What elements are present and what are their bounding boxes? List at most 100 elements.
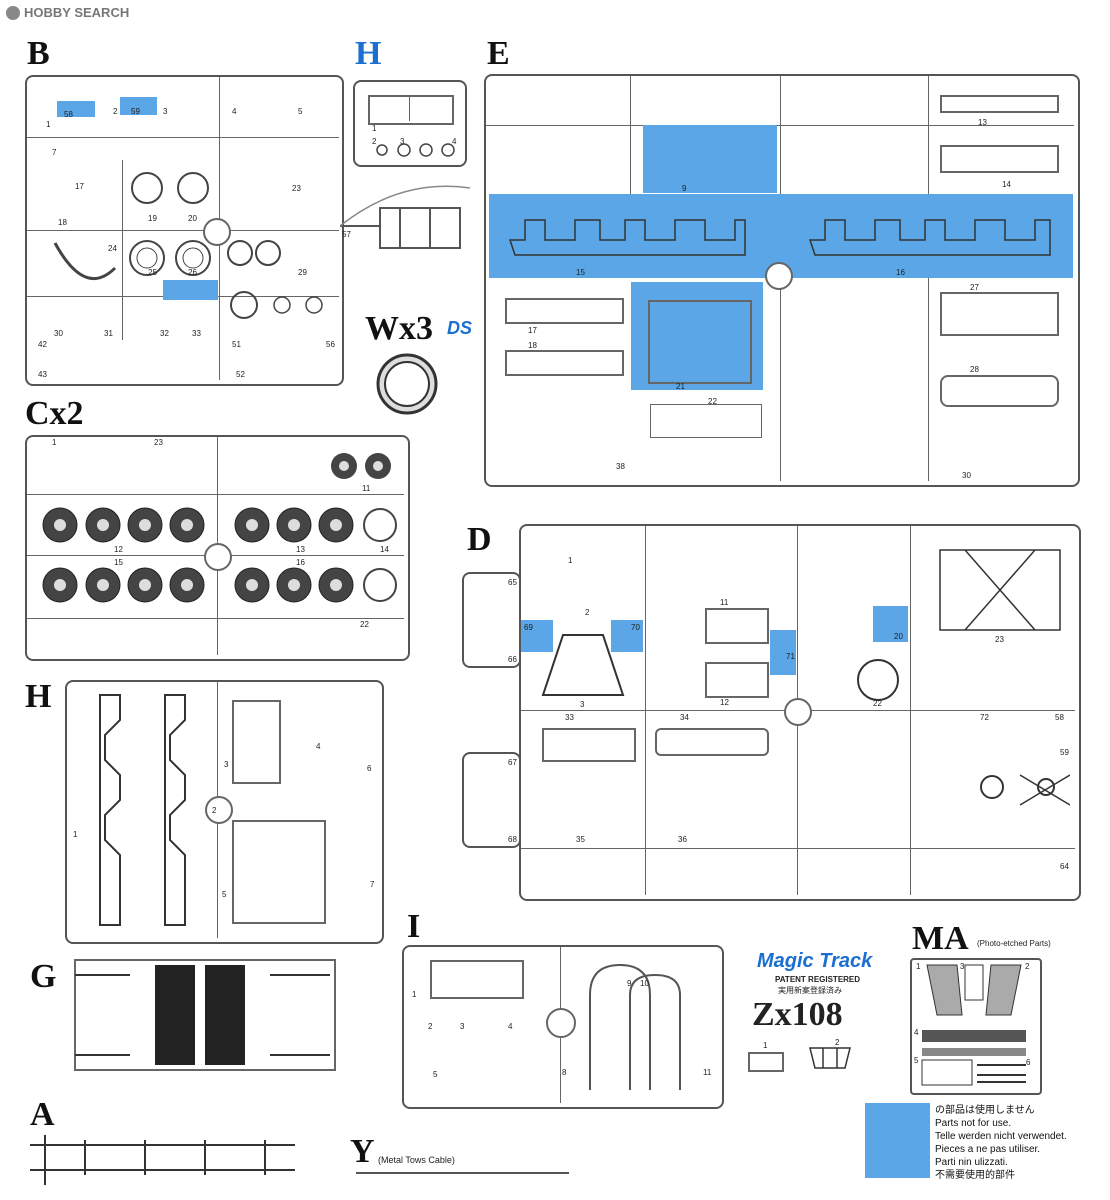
sprue-c-part-number: 12 [114, 545, 123, 554]
sprue-i-part-number: 5 [433, 1070, 438, 1079]
sprue-e-unused-part-9 [643, 125, 777, 193]
sprue-d-part-34 [655, 728, 769, 756]
sprue-h-large-side-plates [99, 694, 186, 926]
sprue-c-part-number: 22 [360, 620, 369, 629]
sprue-b-part-number: 26 [188, 268, 197, 277]
sprue-e-part-number: 28 [970, 365, 979, 374]
magic-track-part-number: 2 [835, 1038, 840, 1047]
sprue-d-part-number: 35 [576, 835, 585, 844]
sprue-b-part-number: 24 [108, 244, 117, 253]
sprue-ma-part-number: 2 [1025, 962, 1030, 971]
sprue-e-divider-v2 [630, 76, 631, 194]
sprue-e-part-number: 30 [962, 471, 971, 480]
sprue-i-part-number: 1 [412, 990, 417, 999]
sprue-ma-part-number: 4 [914, 1028, 919, 1037]
sprue-d-part-number: 11 [720, 598, 729, 607]
sprue-i-part-number: 4 [508, 1022, 513, 1031]
sprue-d-part-33 [542, 728, 636, 762]
sprue-ma-parts [921, 964, 1026, 1086]
sprue-h-small-part-number: 3 [400, 137, 405, 146]
magic-track-patent: PATENT REGISTERED [775, 975, 861, 984]
sprue-e-part-number: 21 [676, 382, 685, 391]
sprue-b-part-number: 2 [113, 107, 118, 116]
sprue-d-steering-wheel [980, 774, 1070, 806]
sprue-ma-part-number: 6 [1026, 1058, 1031, 1067]
magic-track-japanese: 実用新案登録済み [778, 986, 842, 995]
sprue-d-side-tab-bottom [462, 752, 521, 848]
sprue-e-divider-v3 [928, 76, 929, 481]
sprue-w-tyre [376, 353, 438, 415]
sprue-e-part-number: 15 [576, 268, 585, 277]
sprue-d-part-number: 34 [680, 713, 689, 722]
sprue-c-divider-h1 [27, 494, 404, 495]
sprue-i-part-number: 3 [460, 1022, 465, 1031]
sprue-ma-part-number: 5 [914, 1056, 919, 1065]
sprue-c-part-number: 14 [380, 545, 389, 554]
hobbysearch-logo-icon [6, 5, 20, 20]
sprue-b-part-number: 32 [160, 329, 169, 338]
sprue-b-part-number: 4 [232, 107, 237, 116]
sprue-b-tow-frame [340, 185, 470, 249]
sprue-h-large-part-number: 5 [222, 890, 227, 899]
sprue-w-badge: DS [447, 318, 473, 338]
sprue-c-gate [204, 543, 232, 571]
sprue-e-part-number: 17 [528, 326, 537, 335]
sprue-d-part-number: 12 [720, 698, 729, 707]
sprue-b-part-number: 52 [236, 370, 245, 379]
sprue-b-wheels [129, 172, 211, 276]
sprue-h-small-label: H [355, 35, 382, 72]
sprue-b-gate [203, 218, 231, 246]
sprue-i-part-number: 8 [562, 1068, 567, 1077]
magic-track-part-1 [748, 1052, 784, 1072]
magic-track-logo: Magic Track [757, 950, 873, 972]
sprue-b-part-number: 33 [192, 329, 201, 338]
sprue-h-small-part-number: 4 [452, 137, 457, 146]
sprue-b-part-number: 25 [148, 268, 157, 277]
sprue-b-part-number: 19 [148, 214, 157, 223]
sprue-c-road-wheels [42, 507, 397, 603]
sprue-d-wheel-22 [857, 659, 899, 701]
watermark-text: HOBBY SEARCH [24, 5, 130, 20]
sprue-h-large-gate [205, 796, 233, 824]
sprue-h-large-part-3 [232, 700, 281, 784]
sprue-e-part-13 [940, 95, 1059, 113]
sprue-e-part-number: 18 [528, 341, 537, 350]
sprue-h-large-part-5 [232, 820, 326, 924]
sprue-b-part-number: 31 [104, 329, 113, 338]
sprue-e-part-17 [505, 298, 624, 324]
sprue-h-small-part-number: 1 [372, 124, 377, 133]
sprue-b-part-number: 23 [292, 184, 301, 193]
sprue-i-part-number: 2 [428, 1022, 433, 1031]
sprue-e-part-number: 14 [1002, 180, 1011, 189]
sprue-d-label: D [467, 521, 492, 558]
sprue-b-mudguard [53, 242, 117, 280]
sprue-h-small-rings [376, 143, 455, 157]
sprue-h-large-part-number: 2 [212, 806, 217, 815]
sprue-i-part-number: 9 [627, 979, 632, 988]
magic-track-part-number: 1 [763, 1041, 768, 1050]
sprue-ma-part-number: 1 [916, 962, 921, 971]
sprue-h-small-part-1-split [409, 95, 410, 121]
sprue-d-part-number: 23 [995, 635, 1004, 644]
sprue-i-gate [546, 1008, 576, 1038]
sprue-c-idler-wheels [331, 453, 391, 479]
legend-line-en: Parts not for use. [935, 1118, 1012, 1129]
sprue-e-part-number: 9 [682, 184, 687, 193]
sprue-e-part-27 [940, 292, 1059, 336]
sprue-h-large-label: H [25, 678, 52, 715]
magic-track-part-2 [809, 1047, 851, 1069]
sprue-e-part-number: 16 [896, 268, 905, 277]
sprue-d-part-number: 2 [585, 608, 590, 617]
sprue-d-side-tab-top [462, 572, 521, 668]
sprue-g-label: G [30, 958, 57, 995]
sprue-d-part-number: 58 [1055, 713, 1064, 722]
sprue-d-part-number: 1 [568, 556, 573, 565]
sprue-b-part-number: 17 [75, 182, 84, 191]
sprue-d-unused-part-69 [521, 620, 553, 652]
sprue-g-track [74, 959, 336, 1071]
sprue-e-part-number: 27 [970, 283, 979, 292]
sprue-a-chassis [30, 1135, 295, 1185]
sprue-c-part-number: 15 [114, 558, 123, 567]
sprue-h-large-part-number: 6 [367, 764, 372, 773]
sprue-i-part-1 [430, 960, 524, 999]
